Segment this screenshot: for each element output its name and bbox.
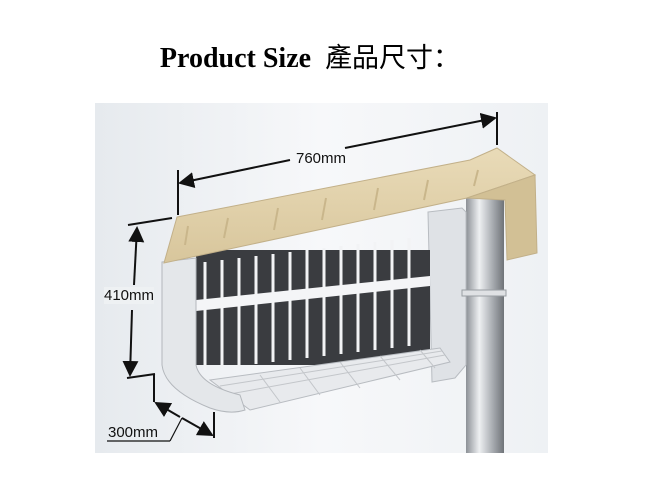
pole-clamp <box>461 289 507 297</box>
title-english: Product Size <box>159 43 312 74</box>
length-dimension-label: 760mm <box>296 150 347 167</box>
grille-crossbar <box>196 276 430 311</box>
title-chinese: 產品尺寸： <box>325 43 461 74</box>
mounting-pole <box>466 196 504 453</box>
basket-wires <box>219 349 446 403</box>
page-title: Product Size 產品尺寸： <box>0 36 620 75</box>
grille-bars <box>203 238 411 370</box>
grille-interior <box>196 250 430 365</box>
left-side-panel <box>161 257 246 413</box>
depth-dimension-label: 300mm <box>108 424 159 441</box>
right-side-panel <box>427 207 467 383</box>
height-dimension-label: 410mm <box>104 287 155 304</box>
roof-cover-side <box>466 174 538 261</box>
roof-ribs <box>184 169 479 246</box>
dimension-lines <box>107 112 498 442</box>
